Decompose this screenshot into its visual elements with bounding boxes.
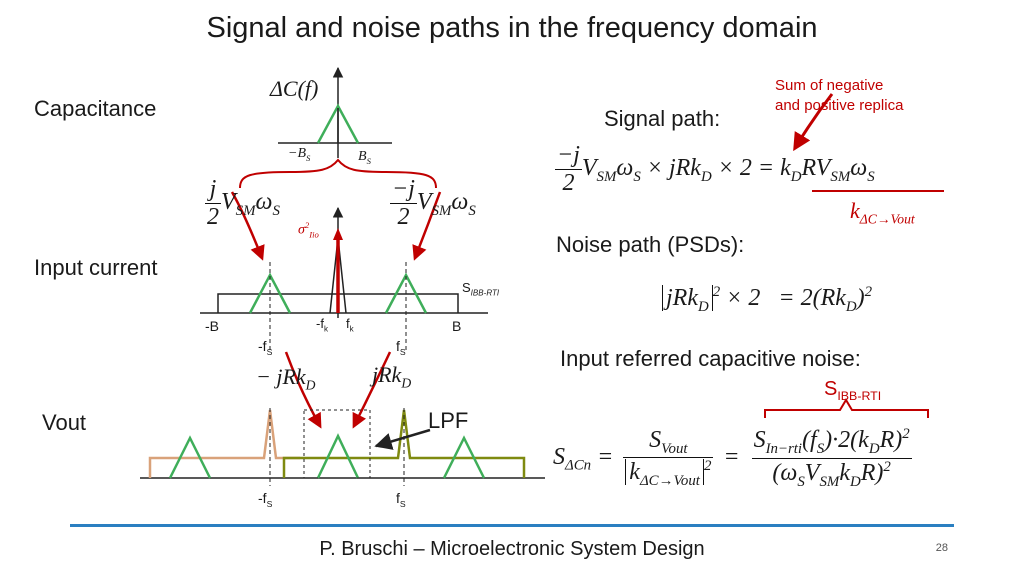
signal-path-label: Signal path: bbox=[604, 106, 721, 131]
pos-jrkd-gain: jRkD bbox=[372, 362, 412, 391]
axis-neg-b: -B bbox=[205, 318, 219, 334]
demod-left-arrow bbox=[284, 351, 322, 429]
sibb-rti-label: SIBB-RTI bbox=[824, 378, 882, 403]
capacitance-plot bbox=[278, 66, 392, 158]
k-transfer-label: kΔC→Vout bbox=[850, 198, 915, 227]
neg-bs-tick: −BS bbox=[288, 146, 311, 163]
noise-path-equation: jRkD2 × 2 = 2(RkD)2 bbox=[662, 284, 872, 316]
lpf-window bbox=[303, 409, 371, 479]
slide-title: Signal and noise paths in the frequency … bbox=[206, 12, 818, 44]
lpf-label: LPF bbox=[428, 408, 469, 433]
input-current-plot bbox=[200, 206, 488, 350]
vout-plot bbox=[140, 408, 545, 486]
pos-fs-label: fS bbox=[396, 338, 406, 357]
neg-jrkd-gain: − jRkD bbox=[256, 364, 316, 393]
cap-spectrum-triangle bbox=[316, 103, 360, 144]
replica-note-arrow bbox=[793, 93, 834, 152]
bottom-pos-fs: fS bbox=[396, 490, 406, 509]
lpf-arrow bbox=[374, 428, 431, 450]
input-neg-replica bbox=[248, 272, 292, 314]
axis-b: B bbox=[452, 318, 462, 334]
input-current-label: Input current bbox=[34, 255, 158, 280]
s-ibb-rti-label: SIBB-RTI bbox=[462, 280, 500, 298]
replica-note: Sum of negative and positive replica bbox=[775, 77, 904, 114]
input-pos-replica bbox=[384, 272, 428, 314]
capacitance-label: Capacitance bbox=[34, 96, 157, 121]
sigma-iio-label: σ2Iio bbox=[298, 220, 319, 240]
input-referred-label: Input referred capacitive noise: bbox=[560, 346, 861, 371]
footer-divider bbox=[70, 524, 954, 527]
bottom-neg-fs: -fS bbox=[258, 490, 273, 509]
axis-neg-fk: -fk bbox=[316, 316, 328, 334]
vout-orange-floor bbox=[148, 409, 300, 478]
neg-fs-label: -fS bbox=[258, 338, 273, 357]
sibb-brace bbox=[764, 398, 929, 418]
footer-text: P. Bruschi – Microelectronic System Desi… bbox=[319, 538, 705, 560]
vout-label: Vout bbox=[42, 410, 87, 435]
left-replica-arrow bbox=[230, 191, 265, 261]
right-replica-arrow bbox=[412, 191, 442, 261]
pos-bs-tick: BS bbox=[358, 149, 371, 166]
noise-path-label: Noise path (PSDs): bbox=[556, 232, 745, 257]
page-number: 28 bbox=[935, 542, 948, 554]
axis-fk: fk bbox=[346, 316, 354, 334]
demod-right-arrow bbox=[352, 351, 392, 429]
replica-brace bbox=[239, 158, 437, 189]
delta-c-axis-label: ΔC(f) bbox=[270, 76, 319, 101]
